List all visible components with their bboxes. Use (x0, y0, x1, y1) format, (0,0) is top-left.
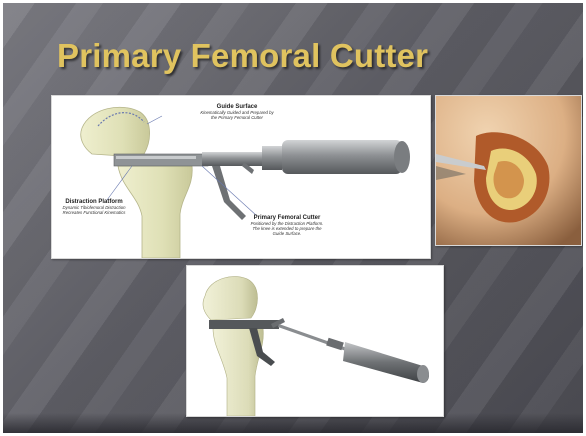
surgical-photo-image (436, 96, 581, 245)
cutter-3d-render-image (187, 266, 443, 416)
callout-guide-surface: Guide Surface Kinematically Guided and P… (162, 104, 312, 120)
labeled-diagram: Guide Surface Kinematically Guided and P… (51, 95, 431, 259)
surgical-photo (435, 95, 582, 246)
callout-primary-femoral-cutter: Primary Femoral Cutter Positioned by the… (227, 215, 347, 237)
slide-title: Primary Femoral Cutter (57, 37, 428, 75)
slide: Primary Femoral Cutter (3, 3, 583, 433)
callout-distraction-platform: Distraction Platform Dynamic Tibiofemora… (55, 199, 133, 215)
cutter-3d-render (186, 265, 444, 417)
